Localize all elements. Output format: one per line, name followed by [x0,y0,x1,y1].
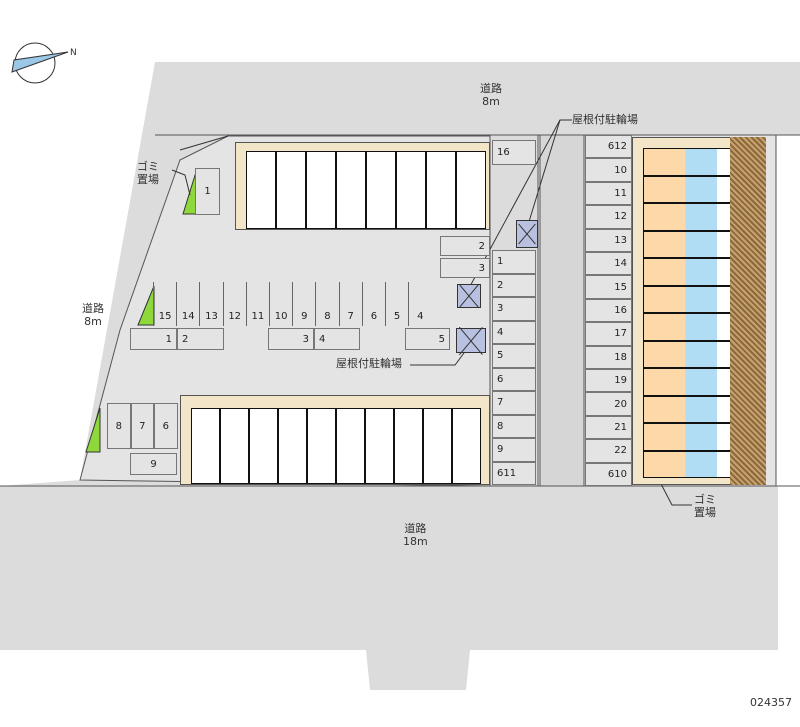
apartment-unit [306,151,336,229]
parking-space-20: 20 [585,392,632,416]
apartment-unit [366,151,396,229]
parking-space-2: 2 [492,273,536,297]
parking-space-1: 1 [492,250,536,274]
parking-space-15: 15 [585,275,632,299]
bike-parking-label-top: 屋根付駐輪場 [572,113,638,126]
apartment-unit [643,285,731,313]
hedge-strip [730,137,766,485]
apartment-unit [643,395,731,423]
apartment-unit [643,340,731,368]
parking-space-5: 5 [492,344,536,368]
parking-space-610: 610 [585,462,632,486]
building-south [180,395,490,485]
parking-space-9: 9 [130,453,177,475]
parking-space-9: 9 [492,438,536,462]
bike-shelter-3 [456,328,486,353]
parking-space-9: 9 [292,282,315,326]
bike-shelter-2 [457,284,481,308]
parking-space-4: 4 [314,328,360,350]
apartment-unit [278,408,307,484]
svg-text:N: N [70,48,77,58]
parking-space-14: 14 [176,282,199,326]
parking-space-10: 10 [585,158,632,182]
parking-space-5: 5 [405,328,450,350]
apartment-unit [396,151,426,229]
parking-space-8: 8 [492,414,536,438]
apartment-unit [394,408,423,484]
parking-space-4: 4 [492,320,536,344]
apartment-unit [643,203,731,231]
parking-space-14: 14 [585,252,632,276]
parking-space-13: 13 [585,228,632,252]
apartment-unit [643,313,731,341]
apartment-unit [643,423,731,451]
parking-space-1: 1 [195,168,220,215]
driveway [539,134,585,487]
apartment-unit [336,408,365,484]
parking-space-10: 10 [269,282,292,326]
parking-space-17: 17 [585,322,632,346]
parking-space-2: 2 [440,236,490,256]
apartment-unit [643,148,731,176]
apartment-unit [249,408,278,484]
parking-space-6: 6 [361,282,385,326]
compass-icon: N [11,42,77,84]
parking-space-8: 8 [315,282,338,326]
apartment-unit [643,368,731,396]
parking-space-6: 6 [492,367,536,391]
parking-space-11: 11 [245,282,269,326]
parking-space-11: 11 [585,181,632,206]
parking-space-7: 7 [492,391,536,415]
parking-space-3: 3 [440,258,490,278]
apartment-unit [276,151,306,229]
bike-parking-label-mid: 屋根付駐輪場 [336,357,402,370]
parking-space-18: 18 [585,345,632,369]
parking-space-13: 13 [199,282,222,326]
parking-space-21: 21 [585,415,632,440]
parking-space-12: 12 [222,282,246,326]
parking-space-612: 612 [585,135,632,159]
parking-space-3: 3 [492,297,536,321]
parking-space-611: 611 [492,461,536,485]
apartment-unit [456,151,486,229]
apartment-unit [452,408,481,484]
parking-space-5: 5 [385,282,408,326]
apartment-unit [423,408,452,484]
trash-area-label-right: ゴミ置場 [694,493,716,519]
apartment-unit [191,408,220,484]
parking-space-16: 16 [585,298,632,323]
apartment-unit [307,408,336,484]
parking-space-15: 15 [153,282,176,326]
parking-space-6: 6 [154,403,178,449]
apartment-unit [643,230,731,258]
building-east [632,137,732,485]
parking-space-7: 7 [338,282,362,326]
green-area-3 [85,407,101,453]
apartment-unit [336,151,366,229]
parking-space-19: 19 [585,369,632,393]
trash-area-label-left: ゴミ置場 [137,160,159,186]
parking-space-1: 1 [130,328,177,350]
apartment-unit [643,175,731,203]
parking-space-22: 22 [585,439,632,463]
parking-space-7: 7 [130,403,154,449]
apartment-unit [643,258,731,286]
apartment-unit [246,151,276,229]
parking-space-2: 2 [177,328,224,350]
bike-shelter-1 [516,220,538,248]
parking-space-12: 12 [585,205,632,229]
map-code: 024357 [750,696,792,709]
parking-space-4: 4 [408,282,431,326]
parking-space-8: 8 [107,403,131,449]
apartment-unit [220,408,249,484]
parking-space-3: 3 [268,328,314,350]
parking-space-16: 16 [492,140,536,165]
building-north [235,142,490,230]
apartment-unit [426,151,456,229]
apartment-unit [365,408,394,484]
apartment-unit [643,450,731,478]
